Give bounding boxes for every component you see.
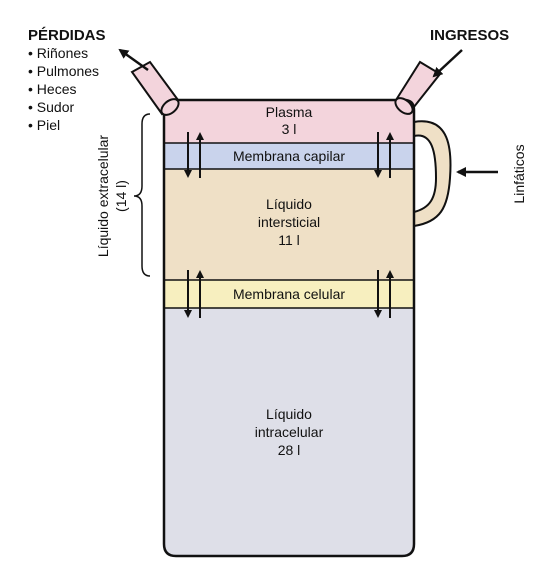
loss-item-feces: • Heces (28, 81, 76, 97)
loss-tube-opening (160, 98, 180, 116)
cell-exchange-arrows (184, 270, 394, 318)
interstitial-compartment (164, 169, 414, 280)
lymphatics-label: Linfáticos (511, 144, 527, 203)
interstitial-line2: intersticial (258, 214, 320, 230)
extracellular-volume: (14 l) (113, 180, 129, 212)
lymphatic-handle (413, 120, 452, 228)
cell-membrane-band (164, 280, 414, 308)
capillary-exchange-arrows (184, 132, 394, 178)
plasma-compartment (164, 100, 414, 143)
extracellular-brace (133, 113, 151, 277)
inputs-title: INGRESOS (430, 27, 509, 44)
interstitial-line1: Líquido (266, 196, 312, 212)
loss-item-skin: • Piel (28, 117, 60, 133)
input-tube-opening (394, 97, 414, 115)
loss-item-sweat: • Sudor (28, 99, 74, 115)
losses-title: PÉRDIDAS (28, 27, 106, 44)
intracellular-volume: 28 l (278, 442, 301, 458)
intracellular-compartment (164, 308, 414, 556)
loss-arrow (118, 48, 149, 72)
plasma-volume: 3 l (282, 121, 297, 137)
input-arrow (432, 49, 463, 78)
band-dividers (164, 142, 414, 309)
capillary-membrane-label: Membrana capilar (233, 148, 345, 164)
plasma-name: Plasma (266, 104, 313, 120)
intracellular-line2: intracelular (255, 424, 324, 440)
interstitial-volume: 11 l (278, 232, 300, 248)
extracellular-label: Líquido extracelular (95, 135, 111, 258)
capillary-membrane-band (164, 143, 414, 169)
intracellular-line1: Líquido (266, 406, 312, 422)
loss-item-lungs: • Pulmones (28, 63, 99, 79)
loss-item-kidneys: • Riñones (28, 45, 88, 61)
cell-membrane-label: Membrana celular (233, 286, 345, 302)
